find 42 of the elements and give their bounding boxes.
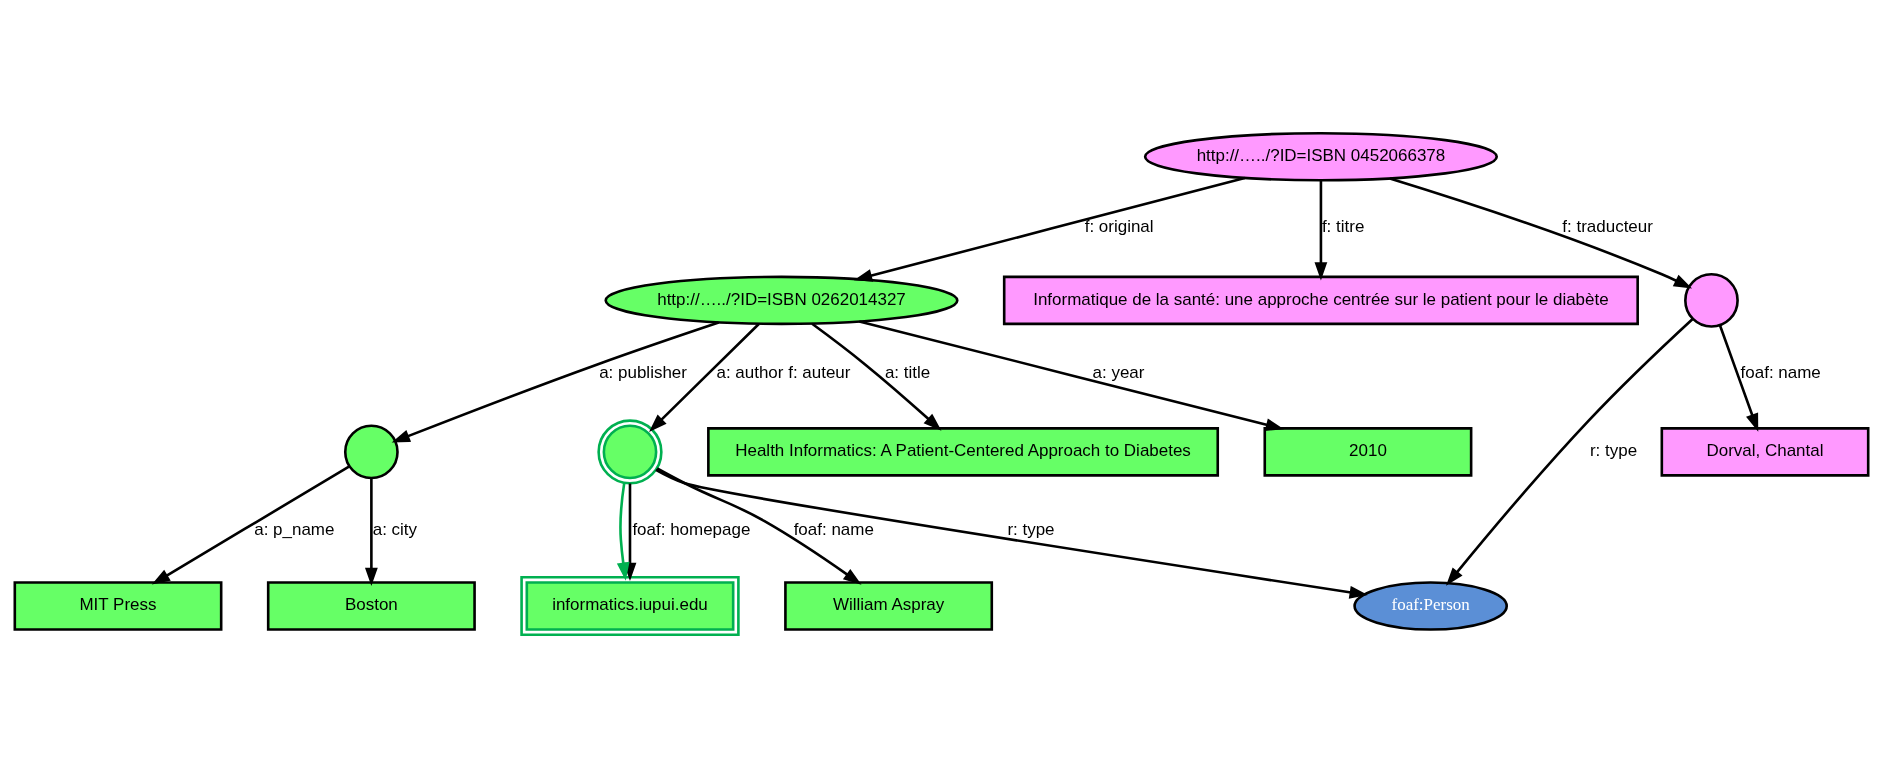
node-box: Informatique de la santé: une approche centrée sur le patient pour le diabète (1002, 275, 1639, 325)
arrow (151, 464, 350, 585)
edge-label: a: publisher (599, 362, 687, 382)
edge-label: a: p_name (254, 519, 335, 539)
arrow (391, 320, 720, 443)
node-box: informatics.iupui.edu (520, 575, 740, 636)
edge-label: foaf: name (793, 519, 874, 539)
node-box: Health Informatics: A Patient-Centered Approach to Diabetes (707, 426, 1220, 477)
edge-label: r: type (1007, 519, 1055, 539)
node-circle (343, 424, 399, 479)
node-ellipse: http://…../?ID=ISBN 0452066378 (1143, 131, 1499, 182)
edge-label: a: city (372, 519, 418, 539)
arrow (853, 176, 1246, 282)
arrow (655, 468, 1368, 599)
node-circle (597, 418, 663, 485)
edge-label: foaf: name (1740, 362, 1821, 382)
node-circle (1684, 272, 1739, 328)
edge-label: f: titre (1321, 216, 1365, 236)
edge-label: a: year (1092, 362, 1145, 382)
edge-label: a: author f: auteur (716, 362, 851, 382)
node-box: William Aspray (784, 580, 994, 631)
edge-label: f: original (1084, 216, 1154, 236)
node-box: 2010 (1263, 426, 1473, 477)
node-box: Dorval, Chantal (1660, 426, 1870, 477)
arrow (616, 482, 630, 581)
arrow (1446, 317, 1694, 586)
arrow (364, 477, 378, 586)
arrow (656, 466, 862, 585)
node-box: MIT Press (13, 580, 223, 631)
node-box: Boston (266, 580, 476, 631)
edge-label: f: traducteur (1562, 216, 1653, 236)
edge-label: a: title (884, 362, 931, 382)
arrow (1718, 324, 1759, 432)
arrow (811, 322, 942, 431)
arrow (1389, 176, 1693, 289)
arrow (859, 319, 1284, 431)
arrow (1314, 180, 1328, 280)
arrow (649, 322, 760, 432)
node-ellipse: http://…../?ID=ISBN 0262014327 (604, 275, 959, 325)
node-ellipse: foaf:Person (1353, 580, 1508, 631)
edge-label: foaf: homepage (632, 519, 751, 539)
edge-label: r: type (1589, 440, 1638, 460)
